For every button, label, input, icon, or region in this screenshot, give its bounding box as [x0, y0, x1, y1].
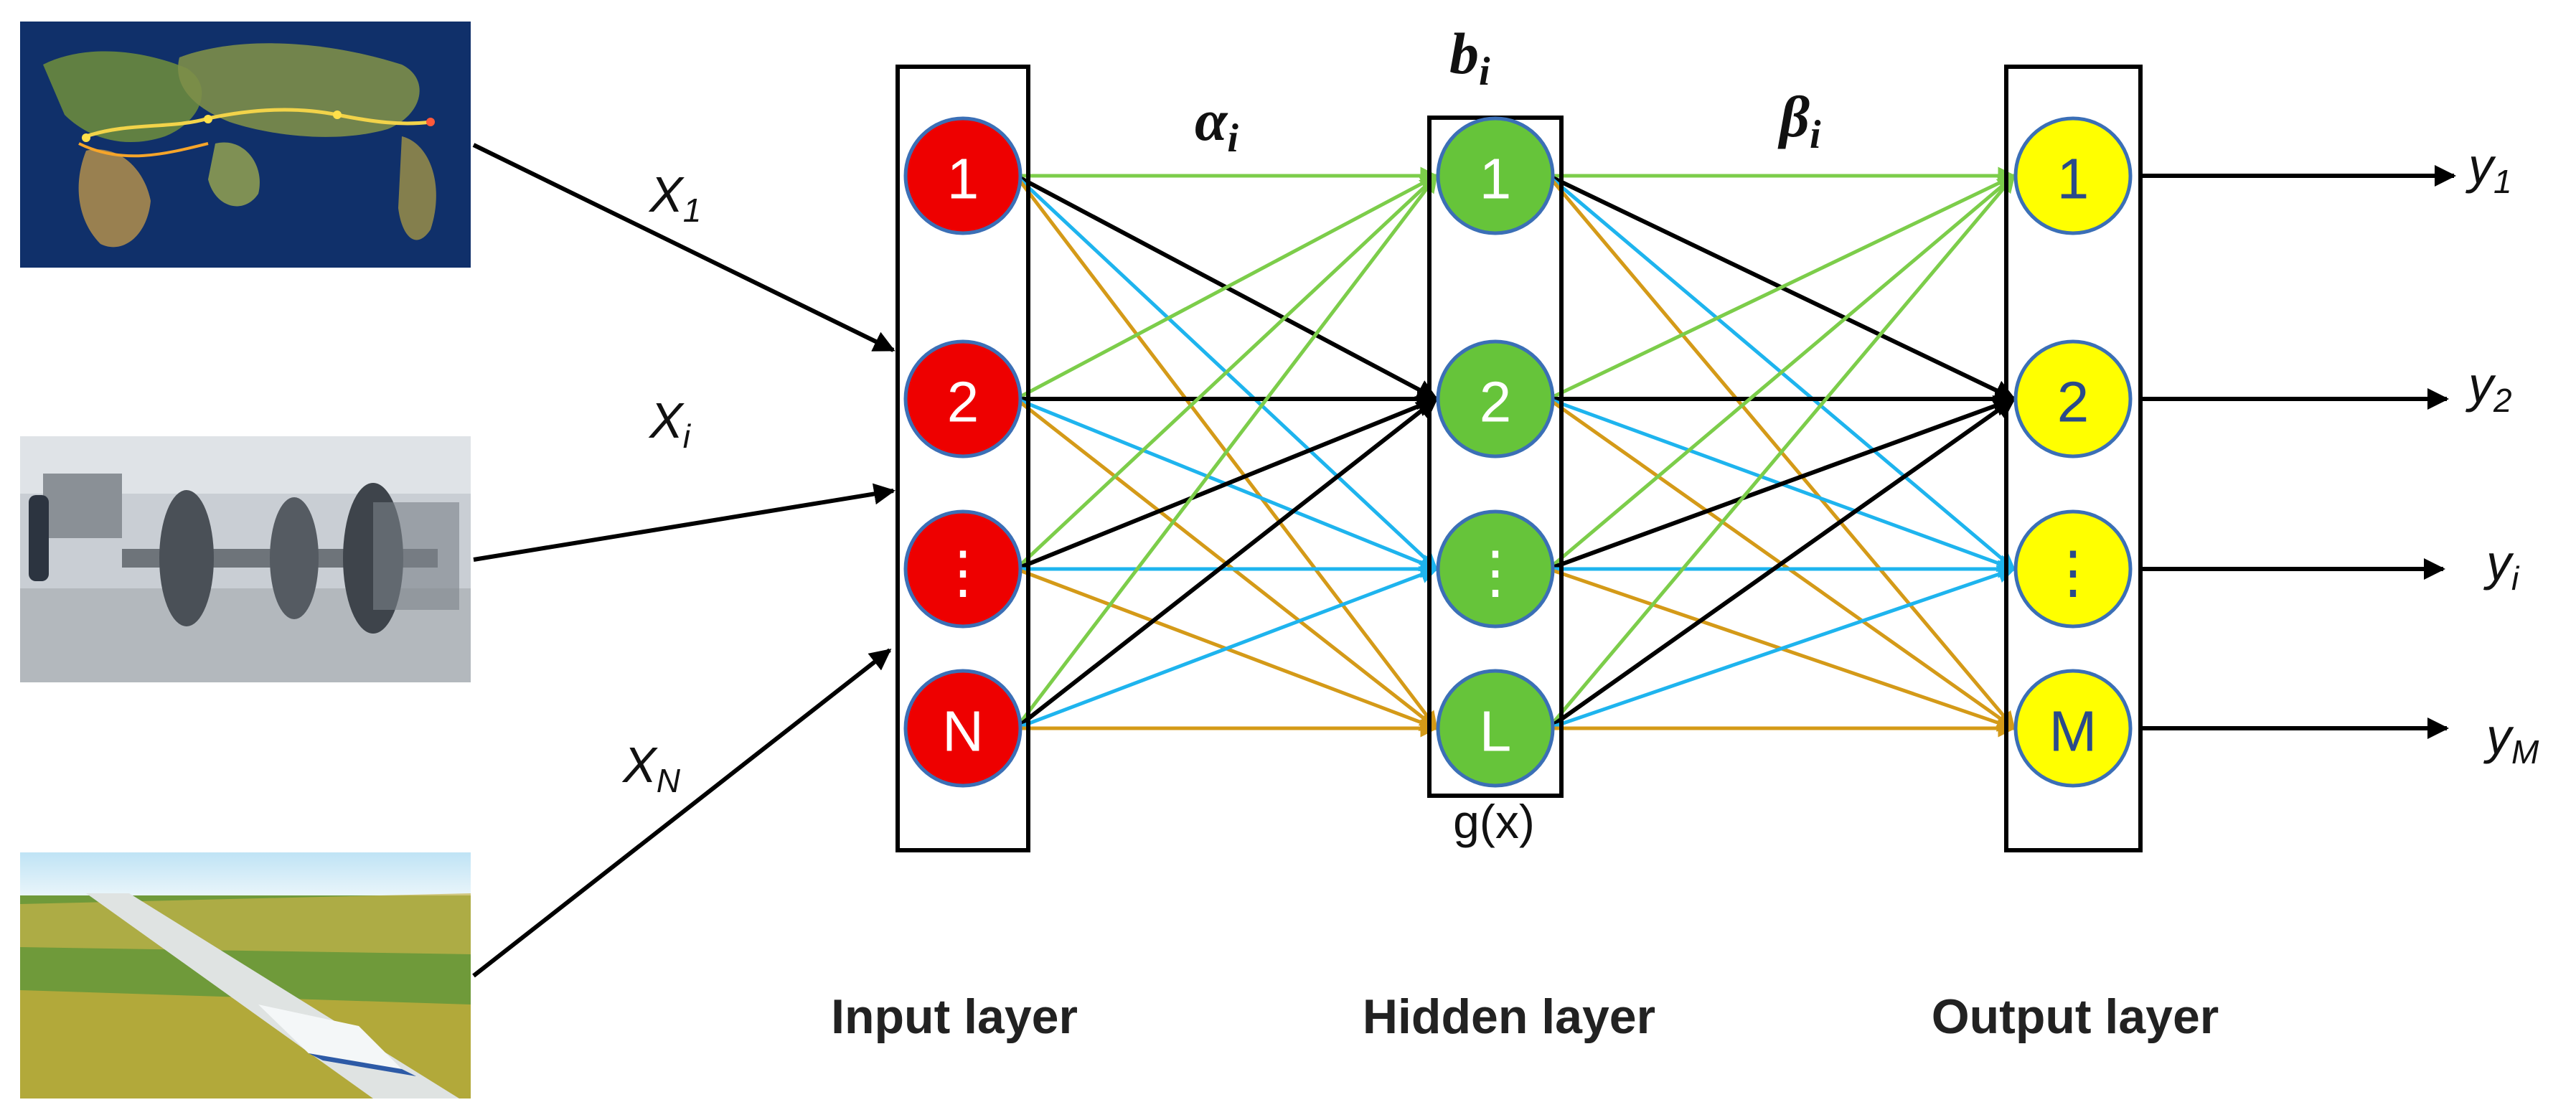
- input-node-2: 2: [903, 339, 1023, 458]
- high-speed-train-bridge-image: [20, 852, 471, 1098]
- input-var-n: XN: [621, 737, 681, 799]
- hidden-node-label: L: [1480, 700, 1512, 763]
- input-hidden-edges: [1015, 166, 1439, 738]
- hidden-node-circle: [1436, 339, 1555, 458]
- output-node-2: 2: [2013, 339, 2133, 458]
- output-node-1: 1: [2013, 116, 2133, 235]
- hidden-output-edge-4-2: [1547, 397, 2016, 730]
- hidden-node-circle: [1436, 669, 1555, 788]
- hidden-layer-nodes: 1 2 ⋮ L: [1436, 116, 1555, 788]
- output-layer-box: [2004, 65, 2143, 852]
- output-layer-nodes: 1 2 ⋮ M: [2013, 116, 2133, 788]
- input-layer-nodes: 1 2 ⋮ N: [903, 116, 1023, 788]
- output-node-circle: [2013, 116, 2133, 235]
- input-node-label: N: [942, 700, 984, 763]
- hidden-node-circle: [1436, 509, 1555, 629]
- input-hidden-edge-2-1: [1015, 174, 1439, 401]
- output-node-label: 2: [2057, 370, 2090, 434]
- hidden-output-edge-4-3: [1548, 565, 2016, 730]
- hidden-output-edge-2-1: [1547, 174, 2016, 401]
- input-hidden-edge-4-3: [1015, 566, 1439, 730]
- hidden-output-edge-3-2: [1547, 395, 2016, 571]
- input-node-label: 2: [947, 370, 979, 434]
- hidden-node-2: 2: [1436, 339, 1555, 458]
- input-node-circle: [903, 509, 1023, 629]
- hidden-node-3: ⋮: [1436, 509, 1555, 629]
- input-node-3: ⋮: [903, 509, 1023, 629]
- input-node-circle: [903, 339, 1023, 458]
- input-node-4: N: [903, 669, 1023, 788]
- world-map-railway-routes-image: [20, 22, 471, 268]
- input-hidden-edge-3-1: [1015, 174, 1438, 570]
- output-node-circle: [2013, 509, 2133, 629]
- output-var-m: yM: [2483, 708, 2539, 771]
- hidden-output-edges: [1547, 166, 2016, 738]
- input-hidden-edge-3-2: [1015, 396, 1439, 571]
- output-node-circle: [2013, 339, 2133, 458]
- hidden-output-edge-3-1: [1547, 174, 2016, 570]
- alpha-label: αi: [1195, 88, 1238, 161]
- input-layer-box: [896, 65, 1030, 852]
- hidden-node-4: L: [1436, 669, 1555, 788]
- hidden-layer-title: Hidden layer: [1363, 989, 1655, 1044]
- input-node-1: 1: [903, 116, 1023, 235]
- output-layer-title: Output layer: [1932, 989, 2219, 1044]
- output-node-label: 1: [2057, 147, 2090, 211]
- input-node-circle: [903, 669, 1023, 788]
- input-hidden-edge-4-1: [1015, 174, 1438, 730]
- input-arrows: [472, 143, 896, 978]
- output-var-i: yi: [2483, 535, 2520, 597]
- output-node-label: M: [2049, 700, 2097, 763]
- input-arrow-1: [472, 143, 896, 352]
- input-node-label: 1: [947, 147, 979, 211]
- activation-label: g(x): [1453, 795, 1535, 848]
- input-arrow-n: [472, 648, 892, 978]
- input-arrow-i: [473, 483, 896, 562]
- input-var-i: Xi: [648, 392, 692, 455]
- output-node-circle: [2013, 669, 2133, 788]
- hidden-node-label: 1: [1480, 147, 1512, 211]
- input-var-1: X1: [648, 166, 701, 229]
- input-node-circle: [903, 116, 1023, 235]
- output-node-label: ⋮: [2044, 540, 2102, 604]
- hidden-node-1: 1: [1436, 116, 1555, 235]
- output-var-2: y2: [2465, 357, 2512, 419]
- output-arrows: [2140, 165, 2456, 739]
- beta-label: βi: [1777, 84, 1821, 157]
- hidden-node-label: 2: [1480, 370, 1512, 434]
- output-node-4: M: [2013, 669, 2133, 788]
- bias-label: bi: [1449, 21, 1490, 94]
- hidden-node-label: ⋮: [1467, 540, 1524, 604]
- output-var-1: y1: [2465, 138, 2512, 200]
- hidden-node-circle: [1436, 116, 1555, 235]
- factory-wheelset-machinery-image: [20, 436, 471, 682]
- input-layer-title: Input layer: [831, 989, 1078, 1044]
- input-node-label: ⋮: [934, 540, 992, 604]
- output-node-3: ⋮: [2013, 509, 2133, 629]
- hidden-output-edge-4-1: [1547, 174, 2016, 730]
- input-hidden-edge-4-2: [1015, 397, 1439, 730]
